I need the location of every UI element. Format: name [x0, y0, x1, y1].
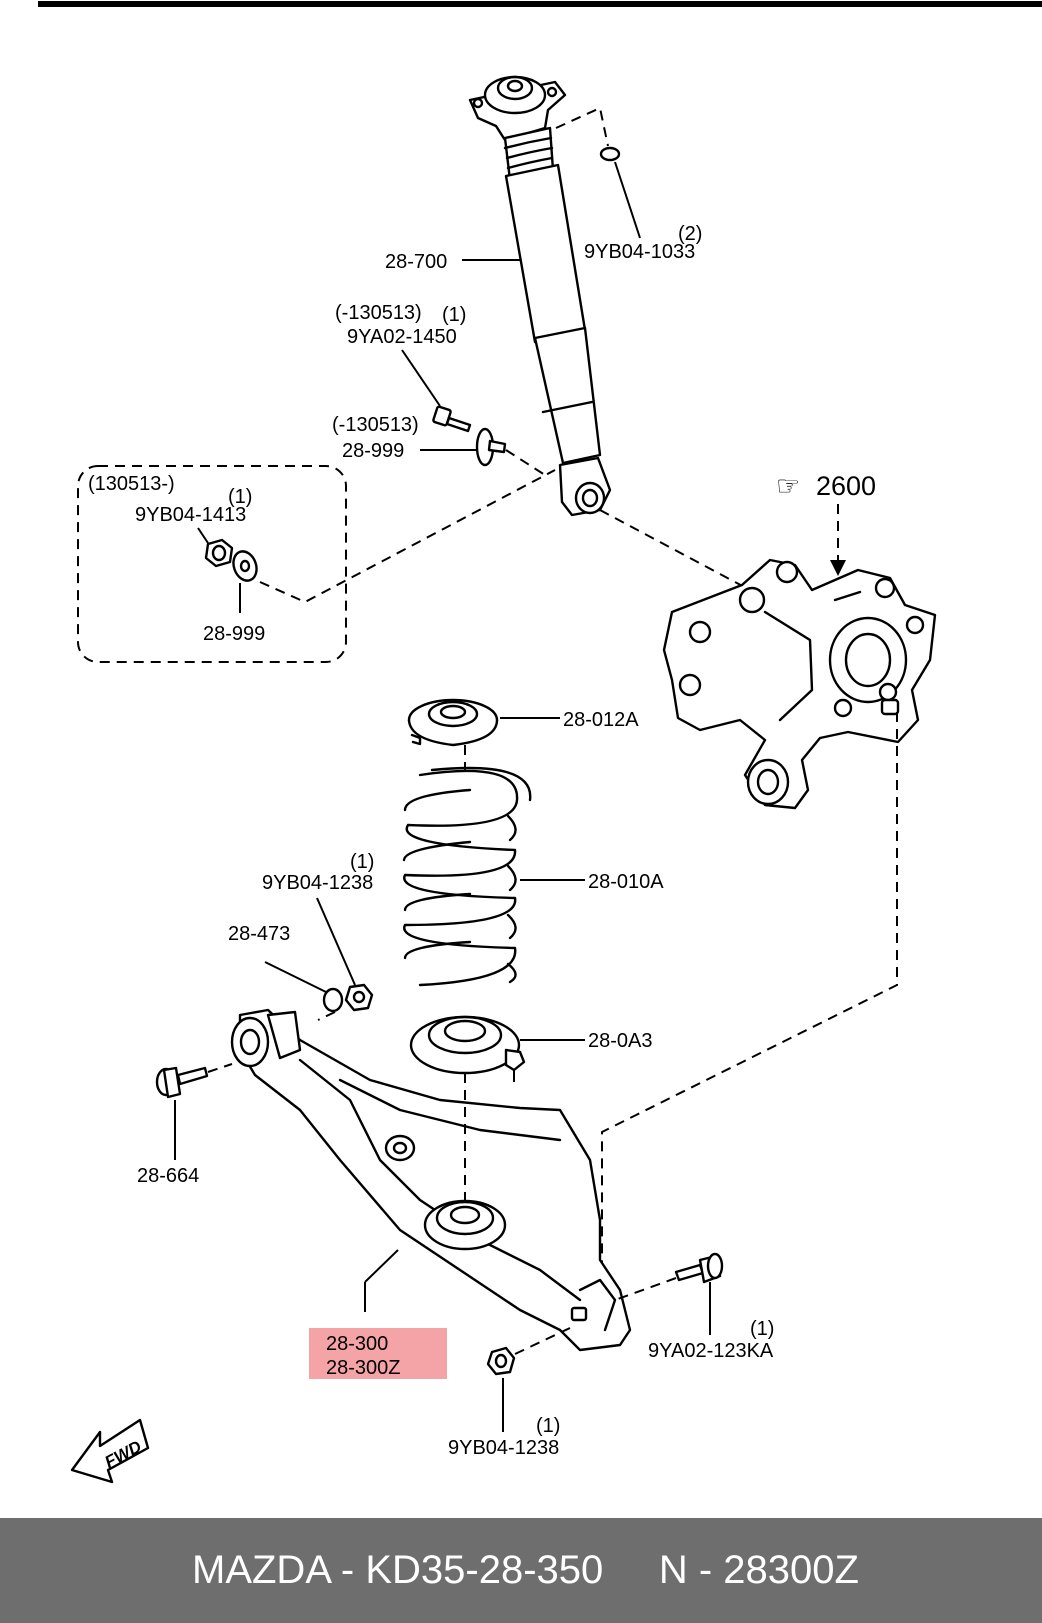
rear-arm-nut [486, 1346, 516, 1376]
label-top-nut-qty: (2) [678, 223, 702, 245]
label-old-washer: 28-999 [342, 440, 404, 462]
front-arm-bolt [155, 1066, 209, 1099]
shock-lower-bolt [432, 405, 472, 433]
label-lower-arm-1: 28-300 [326, 1333, 388, 1355]
label-shock-absorber: 28-700 [385, 251, 447, 273]
fwd-arrow-icon [70, 1418, 150, 1484]
icon-refer-hand: ☞ [776, 471, 800, 501]
stabilizer-nut [344, 983, 374, 1012]
shock-lower-nut-new [204, 538, 234, 568]
label-front-bolt: 28-664 [137, 1165, 199, 1187]
lower-arm [230, 1008, 632, 1352]
rear-arm-bolt [674, 1252, 724, 1284]
label-old-bolt: 9YA02-1450 [347, 326, 457, 348]
label-rear-bolt: 9YA02-123KA [648, 1340, 774, 1362]
label-stab-nut-qty: (1) [350, 851, 374, 873]
stabilizer-washer [322, 987, 344, 1013]
label-old-bolt-date: (-130513) [335, 302, 422, 324]
label-coil-spring: 28-010A [588, 871, 664, 893]
footer-bar [0, 1518, 1042, 1623]
upper-spring-seat [407, 698, 499, 747]
highlight-lower-arm [309, 1328, 447, 1379]
label-new-nut: 9YB04-1413 [135, 504, 246, 526]
label-lower-seat: 28-0A3 [588, 1030, 653, 1052]
footer-part-numbers: MAZDA - KD35-28-350 N - 28300Z [192, 1548, 859, 1592]
label-rear-nut-qty: (1) [536, 1415, 560, 1437]
label-old-bolt-qty: (1) [442, 304, 466, 326]
label-upper-seat: 28-012A [563, 709, 639, 731]
shock-absorber [468, 75, 612, 517]
shock-lower-washer-old [475, 427, 507, 467]
label-new-group-date: (130513-) [88, 473, 175, 495]
label-rear-nut: 9YB04-1238 [448, 1437, 559, 1459]
lower-spring-seat [409, 1015, 526, 1082]
label-new-nut-qty: (1) [228, 486, 252, 508]
label-new-washer: 28-999 [203, 623, 265, 645]
label-lower-arm-2: 28-300Z [326, 1357, 401, 1379]
label-stab-nut: 9YB04-1238 [262, 872, 373, 894]
label-knuckle-ref: 2600 [816, 471, 876, 501]
label-top-nut: 9YB04-1033 [584, 241, 695, 263]
label-rear-bolt-qty: (1) [750, 1318, 774, 1340]
rear-knuckle [662, 558, 937, 810]
label-stab-washer: 28-473 [228, 923, 290, 945]
coil-spring [402, 766, 532, 987]
label-old-washer-date: (-130513) [332, 414, 419, 436]
shock-lower-washer-new [232, 550, 258, 582]
top-mount-nut [599, 146, 621, 162]
